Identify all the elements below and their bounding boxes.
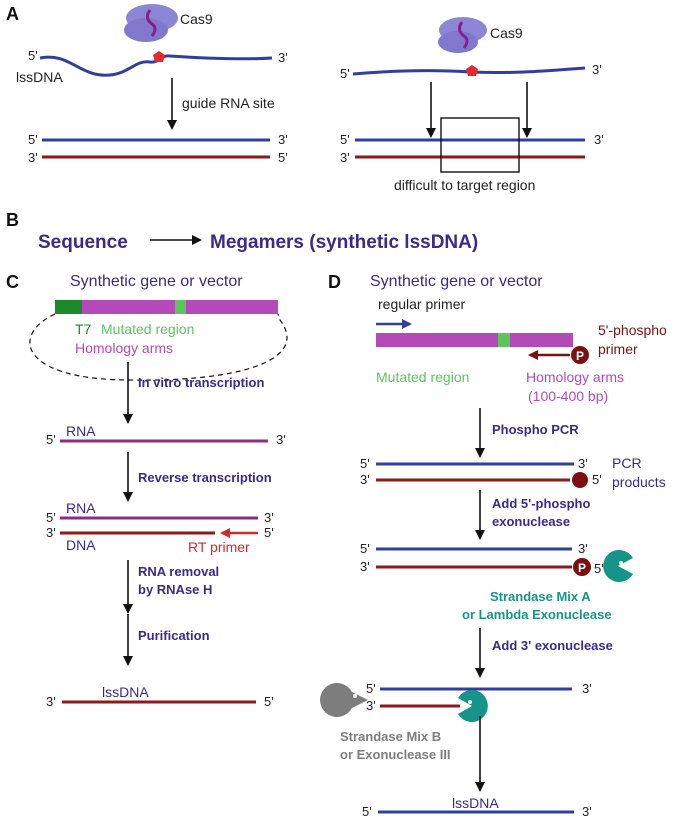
d-s3-lambda-icon	[458, 690, 488, 722]
c-hyb-five-bot: 5'	[264, 525, 274, 540]
d-pcr-three-bot: 3'	[360, 472, 370, 487]
d-s3-lambda-eye	[468, 700, 472, 704]
d-lambda-exonuclease-icon	[603, 550, 633, 582]
d-pcr-products-l1: PCR	[612, 455, 642, 471]
a-right-top-three: 3'	[594, 132, 604, 147]
cas9-right-label: Cas9	[490, 25, 523, 41]
d-s3-three-top: 3'	[582, 681, 592, 696]
c-step-3a: RNA removal	[138, 564, 219, 579]
d-phospho-symbol: P	[576, 349, 584, 363]
a-right-region-box	[440, 117, 520, 173]
d-step-3: Add 3' exonuclease	[492, 638, 613, 653]
c-t7-label: T7	[75, 321, 92, 337]
a-right-ss-five: 5'	[340, 66, 350, 81]
cas9-left-icon	[124, 4, 178, 42]
c-step-2: Reverse transcription	[138, 470, 272, 485]
c-plasmid-outline	[29, 313, 288, 381]
panel-c-letter: C	[6, 272, 19, 292]
d-s3-three-bot: 3'	[366, 698, 376, 713]
d-pcr-three-top: 3'	[578, 456, 588, 471]
b-megamers-label: Megamers (synthetic lssDNA)	[210, 232, 478, 253]
a-right-region-label: difficult to target region	[394, 177, 535, 193]
d-phospho-primer-l2: primer	[598, 341, 638, 357]
d-exo-phospho-icon: P	[573, 558, 591, 576]
c-hyb-three-bot: 3'	[46, 525, 56, 540]
d-phospho-icon: P	[571, 346, 589, 364]
c-rna-three: 3'	[276, 432, 286, 447]
c-mutated-label: Mutated region	[101, 321, 194, 337]
d-homology-l1: Homology arms	[526, 369, 624, 385]
d-exo-five-bot: 5'	[594, 561, 604, 576]
cas9-right-icon	[438, 17, 487, 53]
c-hyb-dna-label: DNA	[66, 537, 96, 553]
d-final-label: lssDNA	[452, 795, 499, 811]
a-left-cut-site-icon	[153, 51, 165, 62]
d-exo-five-top: 5'	[360, 541, 370, 556]
c-rt-primer-label: RT primer	[188, 539, 250, 555]
c-rna-label: RNA	[66, 423, 96, 439]
c-hyb-three-top: 3'	[264, 510, 274, 525]
d-final-five: 5'	[362, 804, 372, 819]
c-title: Synthetic gene or vector	[70, 273, 243, 290]
c-step-4: Purification	[138, 628, 210, 643]
d-title: Synthetic gene or vector	[370, 273, 543, 290]
a-right-ss-three: 3'	[592, 62, 602, 77]
a-left-arrow-label: guide RNA site	[182, 95, 275, 111]
a-left-ssdna-label: lssDNA	[16, 69, 63, 85]
a-left-ssdna-strand	[39, 54, 273, 77]
c-final-three: 3'	[46, 694, 56, 709]
a-left-top-five: 5'	[28, 132, 38, 147]
d-exo-three-top: 3'	[578, 541, 588, 556]
d-exonuclease-iii-eye	[353, 694, 357, 698]
c-vector-bar	[55, 300, 278, 314]
c-final-five: 5'	[264, 694, 274, 709]
c-rna-five: 5'	[46, 432, 56, 447]
d-pcr-five: 5'	[360, 456, 370, 471]
panel-a-letter: A	[6, 4, 19, 24]
d-strandase-b-l2: or Exonuclease III	[340, 747, 451, 762]
d-strandase-a-l1: Strandase Mix A	[490, 589, 591, 604]
a-left-ss-three: 3'	[278, 50, 288, 65]
a-left-ss-five: 5'	[28, 48, 38, 63]
d-homology-l2: (100-400 bp)	[528, 388, 608, 404]
d-exonuclease-iii-icon	[320, 683, 368, 718]
a-left-top-three: 3'	[278, 132, 288, 147]
d-strandase-b-l1: Strandase Mix B	[340, 729, 441, 744]
d-step-2b: exonuclease	[492, 514, 570, 529]
c-hyb-five-top: 5'	[46, 510, 56, 525]
c-final-label: lssDNA	[102, 684, 149, 700]
d-pcr-five-bot: 5'	[592, 472, 602, 487]
d-pcr-products-l2: products	[612, 474, 666, 490]
c-hyb-rna-label: RNA	[66, 500, 96, 516]
a-right-bot-three: 3'	[340, 150, 350, 165]
d-phospho-primer-l1: 5'-phospho	[598, 322, 667, 338]
d-lambda-exonuclease-eye	[619, 561, 623, 565]
d-mutated-label: Mutated region	[376, 369, 469, 385]
c-step-3b: by RNAse H	[138, 582, 212, 597]
a-left-bot-three: 3'	[28, 150, 38, 165]
a-left-bot-five: 5'	[278, 150, 288, 165]
panel-b-letter: B	[6, 210, 19, 230]
panel-d-letter: D	[328, 272, 341, 292]
d-exo-three-bot: 3'	[360, 559, 370, 574]
d-vector-bar	[376, 333, 573, 347]
d-final-three: 3'	[582, 804, 592, 819]
d-exo-phospho-symbol: P	[578, 561, 586, 575]
d-s3-five-top: 5'	[366, 681, 376, 696]
c-step-1: In vitro transcription	[138, 375, 264, 390]
c-homology-label: Homology arms	[75, 340, 173, 356]
d-regular-primer-label: regular primer	[378, 296, 465, 312]
b-sequence-label: Sequence	[38, 232, 128, 253]
d-pcr-phospho-icon	[572, 472, 588, 488]
d-step-1: Phospho PCR	[492, 422, 579, 437]
a-right-cut-site-icon	[466, 65, 478, 76]
a-right-top-five: 5'	[340, 132, 350, 147]
d-step-2a: Add 5'-phospho	[492, 496, 590, 511]
d-strandase-a-l2: or Lambda Exonuclease	[462, 607, 612, 622]
cas9-left-label: Cas9	[180, 11, 213, 27]
